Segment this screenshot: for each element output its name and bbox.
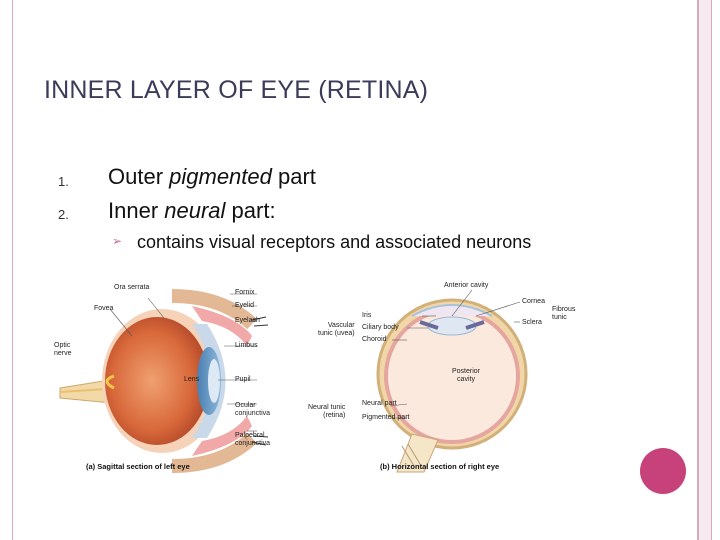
decorative-side-bar xyxy=(698,0,712,540)
item-emphasis: pigmented xyxy=(169,164,272,189)
item-text: Inner xyxy=(108,198,165,223)
label-pupil: Pupil xyxy=(235,376,251,383)
slide-frame xyxy=(12,0,698,540)
sub-bullet-text: contains visual receptors and associated… xyxy=(137,232,532,252)
label-optic-nerve: Optic nerve xyxy=(54,342,72,357)
horizontal-eye-drawing xyxy=(376,298,528,473)
label-eyelid: Eyelid xyxy=(235,302,255,309)
decorative-circle xyxy=(640,448,686,494)
item-number-1: 1. xyxy=(58,174,69,189)
label-iris: Iris xyxy=(362,312,372,319)
caption-horizontal: (b) Horizontal section of right eye xyxy=(380,462,500,471)
label-limbus: Limbus xyxy=(235,342,258,349)
label-lens: Lens xyxy=(184,376,200,383)
label-cornea: Cornea xyxy=(522,298,545,305)
item-text: Outer xyxy=(108,164,170,189)
label-sclera: Sclera xyxy=(522,319,542,326)
label-anterior-cavity: Anterior cavity xyxy=(444,282,489,289)
item-text: part: xyxy=(225,198,276,223)
label-palpebral-conjunctiva: Palpebral conjunctiva xyxy=(235,432,271,447)
caption-sagittal: (a) Sagittal section of left eye xyxy=(86,462,190,471)
list-item-outer-pigmented: Outer pigmented part xyxy=(108,164,316,190)
label-fibrous-tunic: Fibrous tunic xyxy=(552,306,576,321)
slide-title: INNER LAYER OF EYE (RETINA) xyxy=(44,76,429,104)
eye-diagrams-svg xyxy=(59,289,528,473)
item-emphasis: neural xyxy=(164,198,226,223)
list-item-inner-neural: Inner neural part: xyxy=(108,198,276,224)
label-neural-tunic: Neural tunic (retina) xyxy=(308,404,346,419)
arrow-bullet-icon: ➢ xyxy=(112,234,123,248)
label-eyelash: Eyelash xyxy=(235,317,260,324)
sagittal-eye-drawing xyxy=(59,289,269,473)
label-posterior-cavity: Posterior cavity xyxy=(452,368,481,383)
label-ora-serrata: Ora serrata xyxy=(114,284,150,291)
label-ocular-conjunctiva: Ocular conjunctiva xyxy=(235,402,271,417)
label-choroid: Choroid xyxy=(362,336,387,343)
item-number-2: 2. xyxy=(58,207,69,222)
label-ciliary-body: Ciliary body xyxy=(362,324,399,331)
eye-anatomy-figure: Ora serrata Fovea Optic nerve Fornix Eye… xyxy=(52,276,612,476)
label-fornix: Fornix xyxy=(235,289,255,296)
item-text: part xyxy=(271,164,316,189)
label-pigmented-part: Pigmented part xyxy=(362,414,410,421)
leader-lines xyxy=(109,289,521,432)
label-vascular-tunic: Vascular tunic (uvea) xyxy=(318,322,355,337)
label-fovea: Fovea xyxy=(94,305,114,312)
label-neural-part: Neural part xyxy=(362,400,397,407)
